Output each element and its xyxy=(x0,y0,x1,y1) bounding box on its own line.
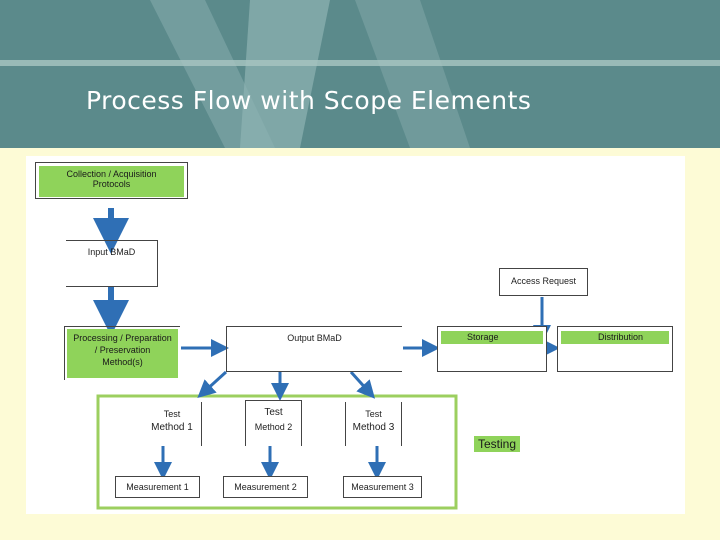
access-request-box: Access Request xyxy=(499,268,588,296)
process-flow-diagram: Collection / Acquisition Protocols Input… xyxy=(26,156,685,514)
measurement-1-label: Measurement 1 xyxy=(126,482,189,492)
slide-title: Process Flow with Scope Elements xyxy=(86,86,532,115)
distribution-box: Distribution xyxy=(557,326,673,372)
test-method-2-line1: Test xyxy=(264,407,283,418)
distribution-label: Distribution xyxy=(597,332,643,342)
testing-label: Testing xyxy=(474,436,520,452)
test-method-3-line2: Method 3 xyxy=(352,422,395,433)
banner-decoration xyxy=(0,0,720,148)
output-box: Output BMaD xyxy=(226,326,402,372)
arrow-output-to-test3 xyxy=(349,370,376,399)
test-method-1-line1: Test xyxy=(163,409,181,419)
input-label: Input BMaD xyxy=(87,247,136,257)
output-label: Output BMaD xyxy=(287,333,342,343)
collection-label-line1: Collection / Acquisition xyxy=(66,169,157,179)
processing-label-line2: / Preservation xyxy=(94,345,151,355)
input-box: Input BMaD xyxy=(66,240,158,287)
arrow-output-to-test1 xyxy=(197,370,228,399)
measurement-2-label: Measurement 2 xyxy=(234,482,297,492)
test-method-1-line2: Method 1 xyxy=(151,422,193,433)
processing-label-line3: Method(s) xyxy=(102,357,143,367)
processing-box: Processing / Preparation / Preservation … xyxy=(64,326,180,380)
testing-label-text: Testing xyxy=(477,437,517,451)
processing-label-line1: Processing / Preparation xyxy=(73,333,172,343)
collection-label-line2: Protocols xyxy=(92,179,131,189)
test-method-2-box: Test Method 2 xyxy=(245,400,302,446)
measurement-2-box: Measurement 2 xyxy=(223,476,308,498)
test-method-2-line2: Method 2 xyxy=(254,422,293,432)
test-method-1-box: Test Method 1 xyxy=(143,402,202,446)
title-banner: Process Flow with Scope Elements xyxy=(0,0,720,148)
measurement-3-label: Measurement 3 xyxy=(351,482,414,492)
measurement-1-box: Measurement 1 xyxy=(115,476,200,498)
test-method-3-line1: Test xyxy=(365,409,382,419)
access-request-label: Access Request xyxy=(510,276,577,286)
test-method-3-box: Test Method 3 xyxy=(345,402,402,446)
collection-box: Collection / Acquisition Protocols xyxy=(35,162,188,199)
measurement-3-box: Measurement 3 xyxy=(343,476,422,498)
storage-label: Storage xyxy=(467,332,499,342)
storage-box: Storage xyxy=(437,326,547,372)
diagram-connectors xyxy=(93,208,560,510)
